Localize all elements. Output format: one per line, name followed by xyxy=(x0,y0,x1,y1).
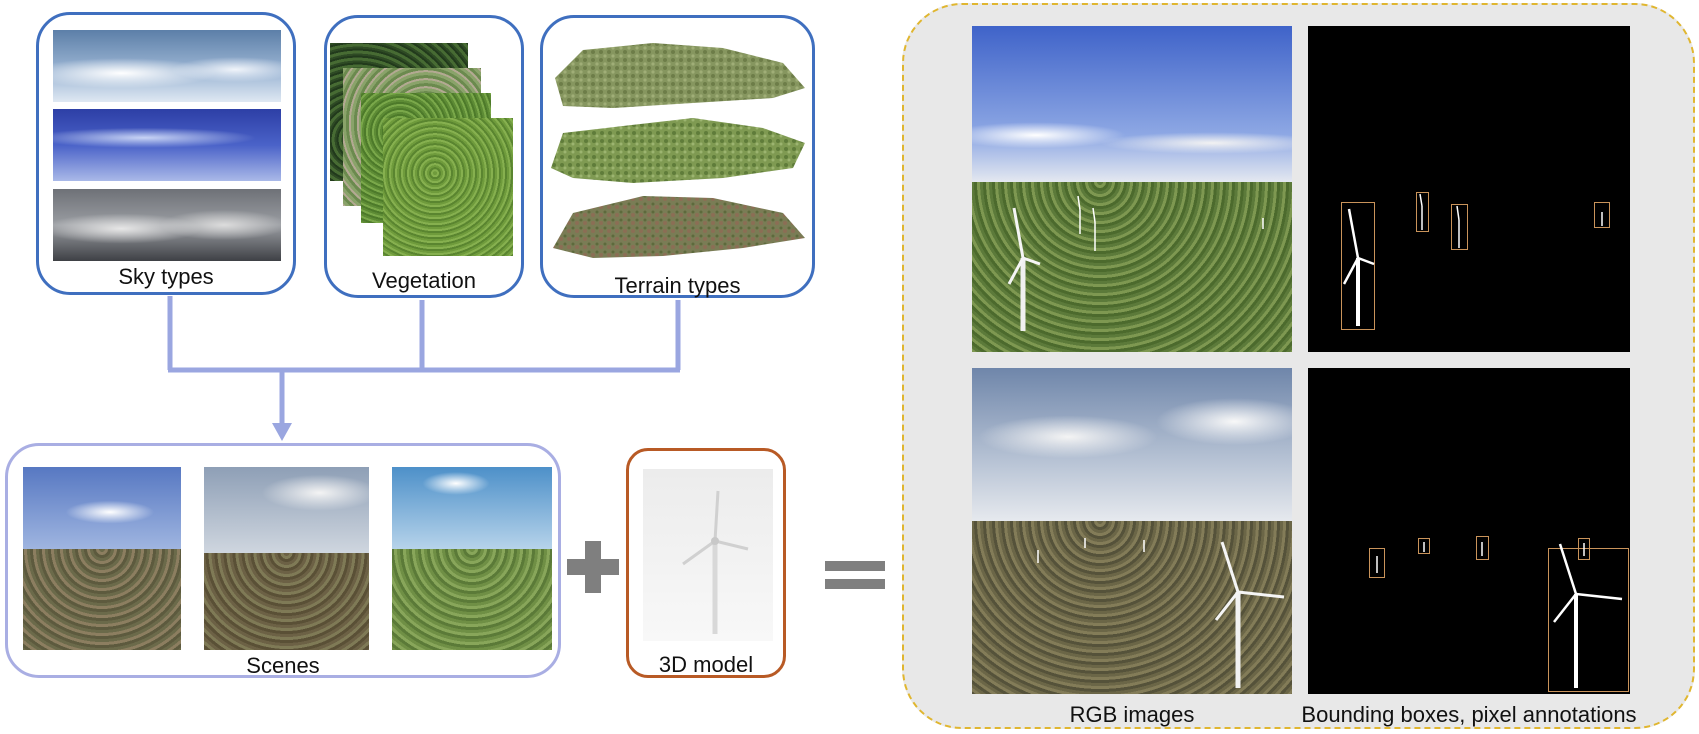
bounding-box xyxy=(1578,538,1590,560)
scene-image-1 xyxy=(23,467,181,650)
bounding-box xyxy=(1451,204,1468,250)
terrain-image-2 xyxy=(551,118,805,183)
vegetation-label: Vegetation xyxy=(372,268,476,293)
rgb-images-label: RGB images xyxy=(1069,702,1195,727)
terrain-image-3 xyxy=(553,196,805,258)
bounding-box xyxy=(1416,192,1429,232)
bounding-box xyxy=(1548,548,1629,692)
connector-lines xyxy=(167,296,681,441)
output-panel: RGB images Bounding boxes, pixel annotat… xyxy=(902,3,1695,729)
bounding-box xyxy=(1341,202,1375,330)
bounding-box xyxy=(1476,536,1489,560)
vegetation-texture-4 xyxy=(383,118,513,256)
sky-types-box: Sky types xyxy=(36,12,296,295)
scenes-label: Scenes xyxy=(246,653,320,678)
annotations-label: Bounding boxes, pixel annotations xyxy=(1301,702,1637,727)
plus-icon xyxy=(567,541,619,593)
sky-image-2 xyxy=(53,109,281,181)
3d-model-label: 3D model xyxy=(658,652,754,677)
wind-turbine-render xyxy=(643,469,773,641)
scenes-box: Scenes xyxy=(5,443,561,678)
3d-model-box: 3D model xyxy=(626,448,786,678)
bounding-box xyxy=(1418,538,1430,554)
annotation-image-1 xyxy=(1308,26,1630,352)
sky-image-3 xyxy=(53,189,281,261)
bounding-box xyxy=(1594,202,1610,228)
scene-image-3 xyxy=(392,467,552,650)
wind-turbine-icon xyxy=(682,490,749,634)
bounding-box xyxy=(1369,548,1385,578)
annotation-image-2 xyxy=(1308,368,1630,694)
terrain-types-box: Terrain types xyxy=(540,15,815,298)
rgb-image-1 xyxy=(972,26,1292,352)
sky-types-label: Sky types xyxy=(118,264,214,289)
arrow-head xyxy=(272,423,292,441)
sky-image-1 xyxy=(53,30,281,102)
vegetation-box: Vegetation xyxy=(324,15,524,298)
terrain-image-1 xyxy=(555,43,805,108)
terrain-types-label: Terrain types xyxy=(614,273,741,298)
equals-icon xyxy=(825,561,885,589)
rgb-image-2 xyxy=(972,368,1292,694)
scene-image-2 xyxy=(204,467,369,650)
terrain-images xyxy=(551,43,805,258)
